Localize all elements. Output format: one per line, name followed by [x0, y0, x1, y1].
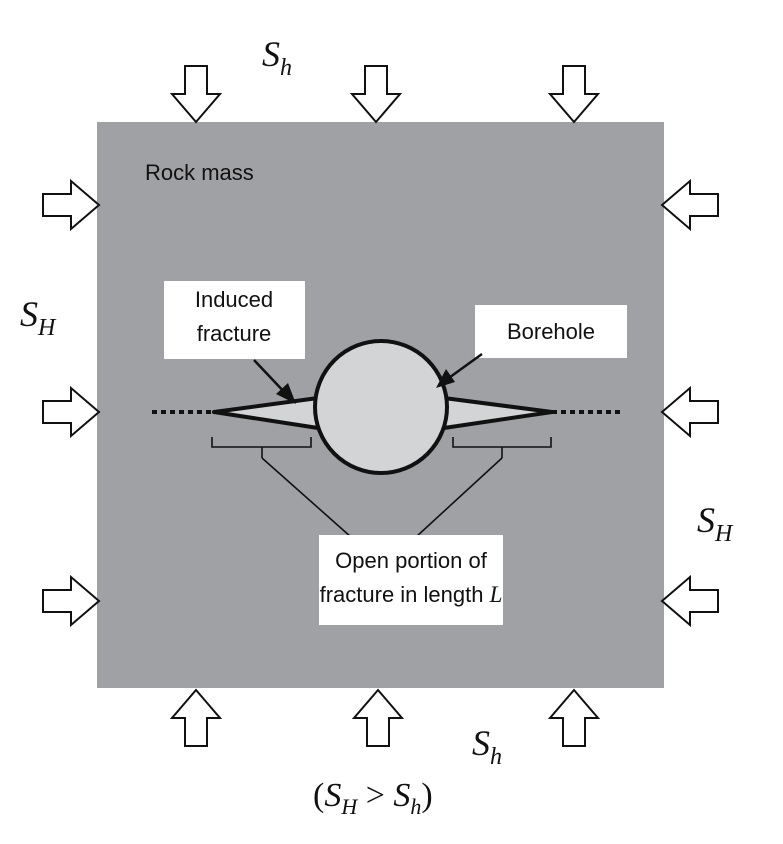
hollow-arrow-icon [549, 689, 599, 747]
induced-fracture-label-line2: fracture [197, 321, 272, 346]
sh-label-bottom: Sh [472, 723, 502, 770]
rock-mass-label: Rock mass [145, 160, 254, 185]
hollow-arrow-icon [661, 576, 719, 626]
open-portion-label-box [319, 535, 503, 625]
induced-fracture-label-line1: Induced [195, 287, 273, 312]
borehole-circle [313, 339, 449, 475]
borehole-arrowhead [436, 369, 455, 388]
borehole-pointer [445, 352, 483, 382]
leader-line-left [261, 457, 352, 538]
sH-label-left: SH [20, 294, 57, 341]
induced-fracture-label-box [164, 281, 305, 359]
borehole-label: Borehole [507, 319, 595, 344]
hollow-arrow-icon [351, 65, 401, 123]
leader-line-right [415, 457, 503, 538]
open-portion-text: fracture in length [320, 582, 484, 607]
induced-fracture-arrowhead [276, 383, 296, 404]
hollow-arrow-icon [171, 689, 221, 747]
open-portion-label-line1: Open portion of [335, 548, 488, 573]
left-arrows [42, 180, 100, 626]
stress-condition: (SH > Sh) [313, 777, 433, 819]
open-portion-label-line2: fracture in length L [320, 582, 503, 607]
sH-label-right: SH [697, 500, 734, 547]
hollow-arrow-icon [171, 65, 221, 123]
length-variable: L [489, 582, 503, 607]
top-arrows [171, 65, 599, 123]
hollow-arrow-icon [42, 576, 100, 626]
sh-label-top: Sh [262, 34, 292, 81]
hollow-arrow-icon [661, 387, 719, 437]
hollow-arrow-icon [661, 180, 719, 230]
hollow-arrow-icon [549, 65, 599, 123]
bottom-arrows [171, 689, 599, 747]
hollow-arrow-icon [353, 689, 403, 747]
borehole-label-box [475, 305, 627, 358]
hollow-arrow-icon [42, 180, 100, 230]
hollow-arrow-icon [42, 387, 100, 437]
right-arrows [661, 180, 719, 626]
